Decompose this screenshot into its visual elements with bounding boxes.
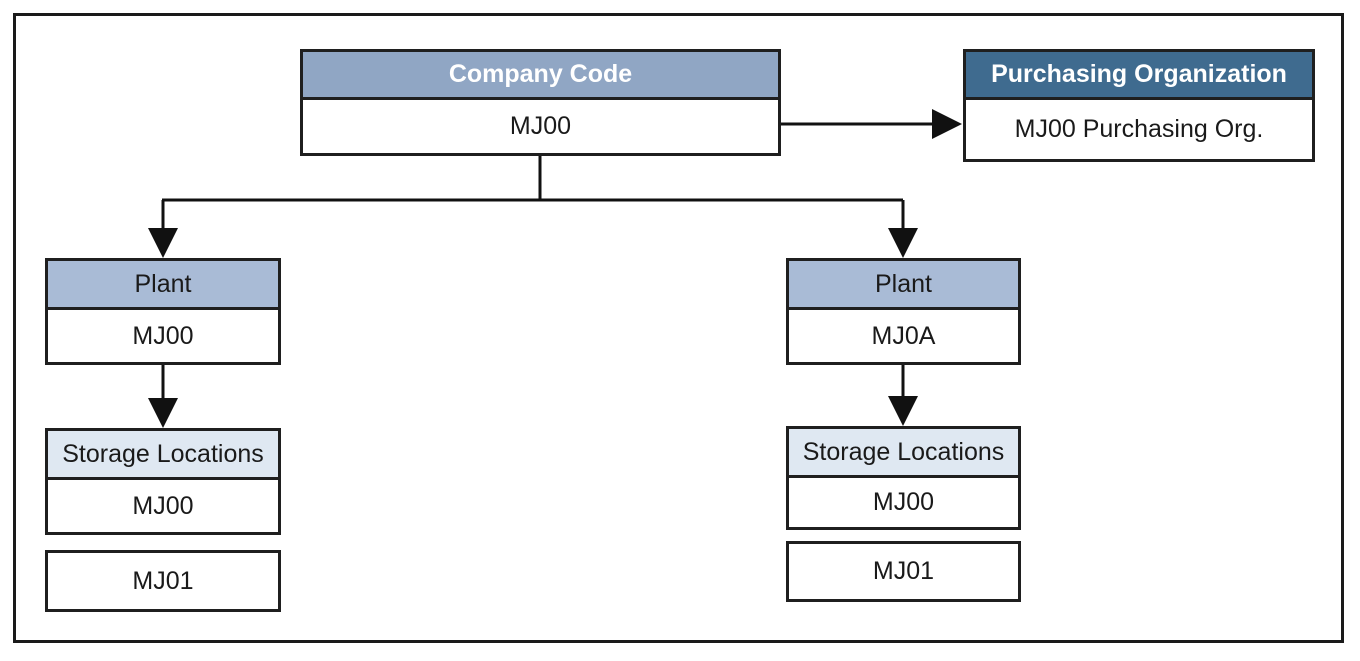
- plant-left-value: MJ00: [132, 321, 194, 350]
- plant-left-title: Plant: [48, 261, 278, 310]
- storage-right-box: Storage Locations MJ00: [786, 426, 1021, 530]
- purchasing-org-title: Purchasing Organization: [966, 52, 1312, 100]
- company-code-box: Company Code MJ00: [300, 49, 781, 156]
- storage-left-item: MJ01: [45, 550, 281, 612]
- plant-right-title: Plant: [789, 261, 1018, 310]
- plant-left-box: Plant MJ00: [45, 258, 281, 365]
- storage-left-title: Storage Locations: [48, 431, 278, 480]
- plant-right-value: MJ0A: [871, 321, 936, 350]
- storage-right-item: MJ00: [872, 488, 935, 516]
- purchasing-org-value: MJ00 Purchasing Org.: [1014, 115, 1264, 143]
- storage-left-item: MJ00: [132, 491, 194, 520]
- company-code-title: Company Code: [303, 52, 778, 100]
- storage-left-box: Storage Locations MJ00: [45, 428, 281, 535]
- company-code-value: MJ00: [509, 112, 572, 140]
- storage-right-title: Storage Locations: [789, 429, 1018, 478]
- plant-right-box: Plant MJ0A: [786, 258, 1021, 365]
- storage-right-item: MJ01: [786, 541, 1021, 602]
- purchasing-org-box: Purchasing Organization MJ00 Purchasing …: [963, 49, 1315, 162]
